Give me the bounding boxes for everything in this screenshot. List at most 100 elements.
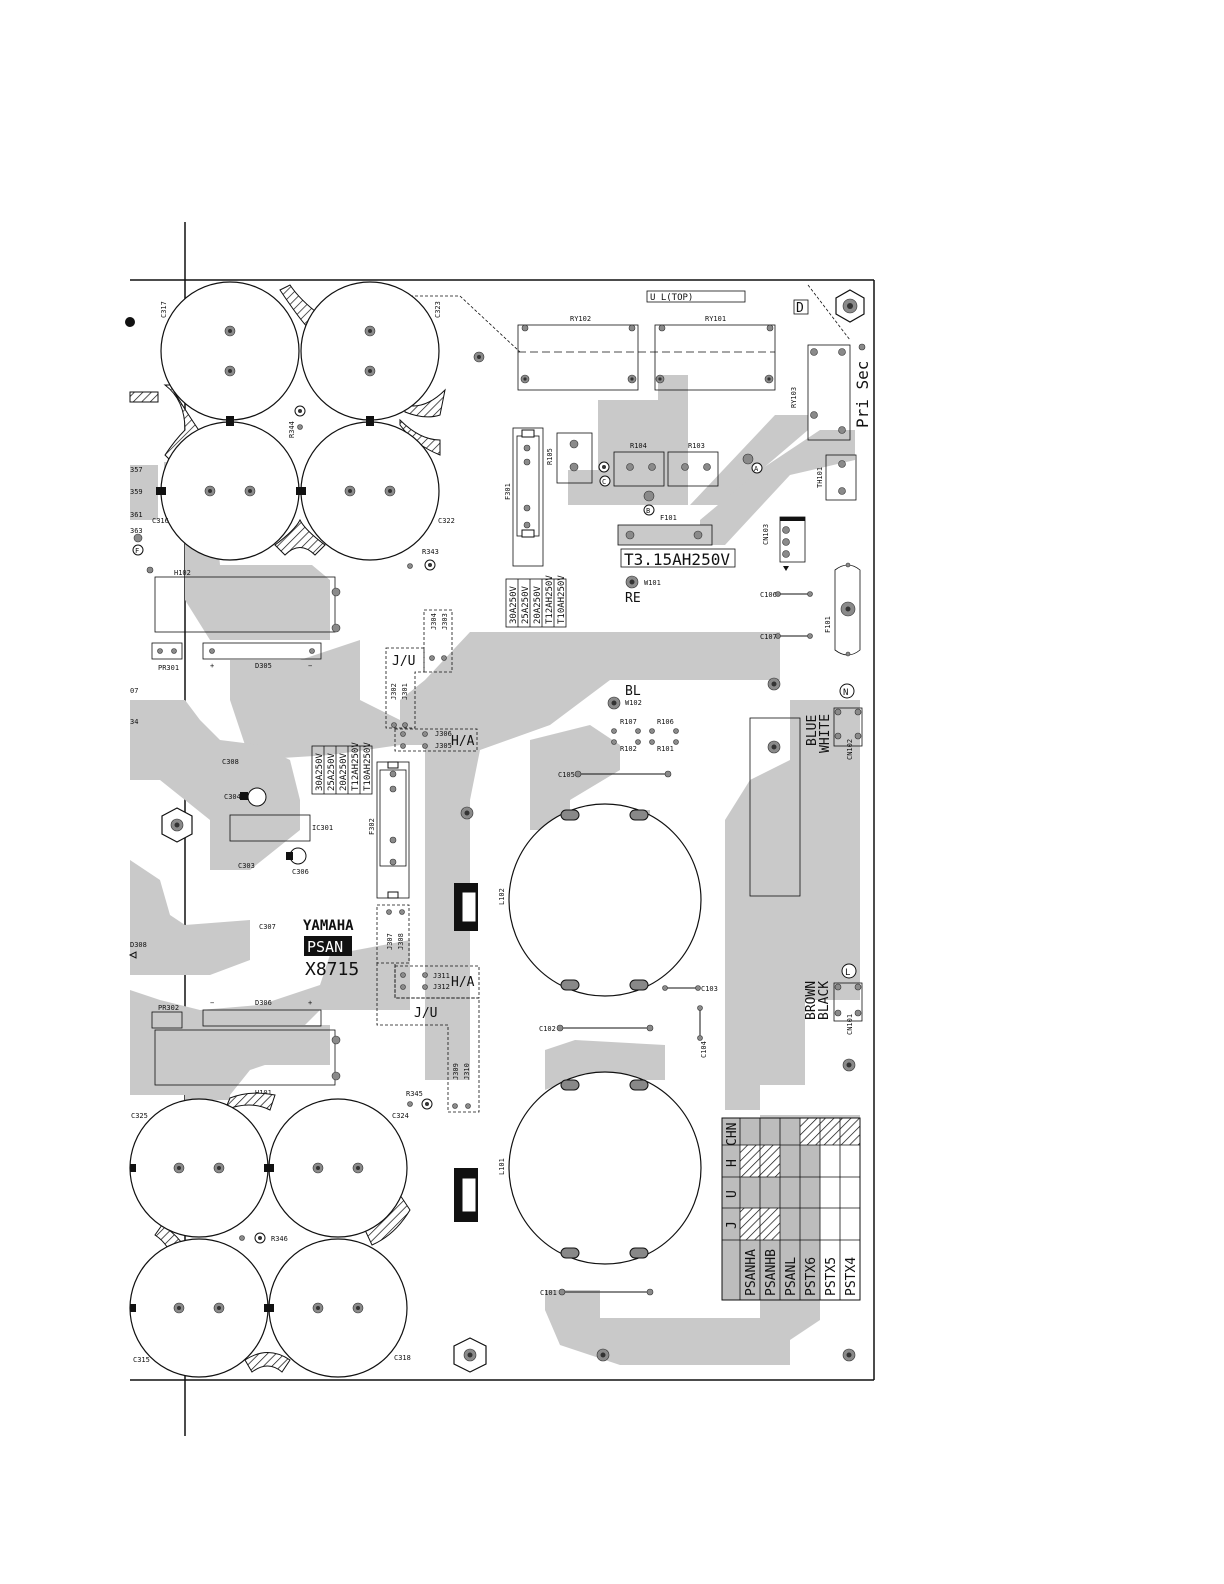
label-07: 07 bbox=[130, 687, 138, 695]
fuse-table1-row5: T10AH250V bbox=[557, 575, 567, 624]
heatsink-h101 bbox=[154, 1029, 336, 1086]
label-ry103: RY103 bbox=[790, 387, 798, 408]
table-row-pstx6: PSTX6 bbox=[804, 1257, 819, 1296]
label-w102: W102 bbox=[625, 699, 642, 707]
table-col-u: U bbox=[725, 1190, 740, 1198]
fuse-rating-table-2: 30A250V 25A250V 20A250V T12AH250V T10AH2… bbox=[311, 742, 373, 795]
label-r344: R344 bbox=[288, 421, 296, 438]
label-j307: J307 bbox=[386, 933, 394, 950]
label-r104: R104 bbox=[630, 442, 647, 450]
table-row-psanhb: PSANHB bbox=[764, 1249, 779, 1296]
fuse-table2-row2: 25A250V bbox=[327, 752, 337, 791]
bl-label: BL bbox=[625, 684, 641, 699]
capacitor-c324 bbox=[268, 1098, 408, 1238]
relays: RY102 RY101 RY103 bbox=[400, 284, 851, 441]
label-c104: C104 bbox=[700, 1041, 708, 1058]
marker-l: L bbox=[845, 968, 850, 978]
model-badge bbox=[304, 936, 352, 956]
label-c304: C304 bbox=[224, 793, 241, 801]
fuse-table1-row1: 30A250V bbox=[509, 585, 519, 624]
label-d308: D308 bbox=[130, 941, 147, 949]
label-j302: J302 bbox=[390, 683, 398, 700]
label-c306: C306 bbox=[292, 868, 309, 876]
label-c106: C106 bbox=[760, 591, 777, 599]
label-c322: C322 bbox=[438, 517, 455, 525]
label-f301: F301 bbox=[504, 483, 512, 500]
capacitor-c323 bbox=[300, 281, 440, 421]
label-c315: C315 bbox=[133, 1356, 150, 1364]
white-label: WHITE bbox=[818, 714, 833, 753]
part-number: X8715 bbox=[305, 959, 359, 980]
minus-d306: − bbox=[210, 999, 214, 1007]
label-l102: L102 bbox=[498, 888, 506, 905]
re-label: RE bbox=[625, 591, 641, 606]
plus-d305: + bbox=[210, 662, 214, 670]
marker-f: F bbox=[135, 547, 139, 555]
table-row-psanl: PSANL bbox=[784, 1257, 799, 1296]
label-j311: J311 bbox=[433, 972, 450, 980]
label-j310: J310 bbox=[463, 1063, 471, 1080]
marker-n: N bbox=[843, 688, 848, 698]
fuse-table2-row5: T10AH250V bbox=[363, 742, 373, 791]
fuse-table1-row2: 25A250V bbox=[521, 585, 531, 624]
label-f101-right: F101 bbox=[824, 616, 832, 633]
fuse-table2-row3: 20A250V bbox=[339, 752, 349, 791]
destination-table: J U H CHN PSANHA PSANHB PSANL PSTX6 PSTX… bbox=[721, 1117, 861, 1301]
table-col-j: J bbox=[725, 1221, 740, 1229]
heatsink-block-right bbox=[749, 717, 801, 897]
model-name: PSAN bbox=[307, 938, 343, 956]
brand-logo: YAMAHA bbox=[303, 918, 354, 934]
label-cn103: CN103 bbox=[762, 524, 770, 545]
capacitor-c322 bbox=[300, 421, 440, 561]
copper-pours bbox=[130, 375, 860, 1365]
label-j309: J309 bbox=[452, 1063, 460, 1080]
blue-label: BLUE bbox=[805, 715, 820, 746]
marker-c: C bbox=[602, 478, 606, 486]
inductor-l101 bbox=[508, 1071, 702, 1265]
table-row-psanha: PSANHA bbox=[744, 1249, 759, 1296]
label-r105: R105 bbox=[546, 448, 554, 465]
label-j305: J305 bbox=[435, 742, 452, 750]
table-col-h: H bbox=[725, 1159, 740, 1167]
ju-top-label: J/U bbox=[392, 654, 415, 669]
corner-letter: D bbox=[796, 301, 804, 316]
fuse-holder-f302: F302 bbox=[368, 761, 410, 899]
label-r102: R102 bbox=[620, 745, 637, 753]
label-c317: C317 bbox=[160, 301, 168, 318]
label-r343: R343 bbox=[422, 548, 439, 556]
label-c325: C325 bbox=[131, 1112, 148, 1120]
inductor-l102 bbox=[508, 803, 702, 997]
label-r101: R101 bbox=[657, 745, 674, 753]
label-c307: C307 bbox=[259, 923, 276, 931]
label-c107: C107 bbox=[760, 633, 777, 641]
plus-d306: + bbox=[308, 999, 312, 1007]
label-c308: C308 bbox=[222, 758, 239, 766]
capacitor-bank-top: C317 C323 C316 C322 R344 bbox=[152, 281, 485, 561]
label-l101: L101 bbox=[498, 1158, 506, 1175]
fuse-table2-row4: T12AH250V bbox=[351, 742, 361, 791]
label-c303: C303 bbox=[238, 862, 255, 870]
label-361: 361 bbox=[130, 511, 143, 519]
label-cn102: CN102 bbox=[846, 739, 854, 760]
fuse-table2-row1: 30A250V bbox=[315, 752, 325, 791]
label-c102: C102 bbox=[539, 1025, 556, 1033]
label-r107: R107 bbox=[620, 718, 637, 726]
label-j304: J304 bbox=[430, 613, 438, 630]
label-d306: D306 bbox=[255, 999, 272, 1007]
label-ry101: RY101 bbox=[705, 315, 726, 323]
table-row-pstx4: PSTX4 bbox=[844, 1257, 859, 1296]
capacitor-c317 bbox=[160, 281, 300, 421]
top-label: U L(TOP) bbox=[650, 293, 693, 303]
brown-label: BROWN bbox=[804, 981, 819, 1020]
fuse-table1-row3: 20A250V bbox=[533, 585, 543, 624]
capacitor-c315 bbox=[129, 1238, 269, 1378]
label-c105: C105 bbox=[558, 771, 575, 779]
label-w101: W101 bbox=[644, 579, 661, 587]
label-pr302: PR302 bbox=[158, 1004, 179, 1012]
fuse-rating: T3.15AH250V bbox=[624, 550, 730, 569]
label-r346: R346 bbox=[271, 1235, 288, 1243]
label-363: 363 bbox=[130, 527, 143, 535]
capacitor-c316 bbox=[160, 421, 300, 561]
label-f101: F101 bbox=[660, 514, 677, 522]
label-j308: J308 bbox=[397, 933, 405, 950]
